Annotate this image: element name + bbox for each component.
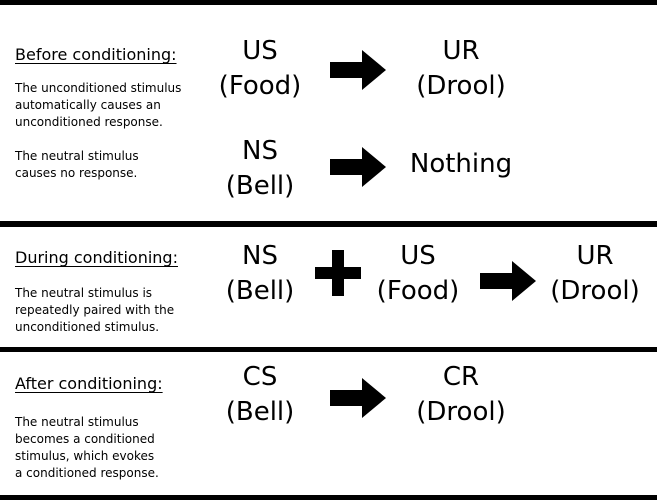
response-term: UR (Drool) bbox=[550, 241, 640, 306]
section-description: The neutral stimulus causes no response. bbox=[15, 149, 139, 180]
response-term: Nothing bbox=[409, 149, 513, 179]
divider-before-during bbox=[0, 221, 657, 227]
section-heading: Before conditioning: bbox=[15, 45, 177, 64]
section-heading: After conditioning: bbox=[15, 374, 163, 393]
section-description: The neutral stimulus is repeatedly paire… bbox=[15, 286, 175, 334]
right-arrow-icon bbox=[330, 378, 386, 418]
section-heading: During conditioning: bbox=[15, 248, 178, 267]
stimulus-term: NS (Bell) bbox=[225, 241, 295, 306]
top-rule bbox=[0, 0, 657, 5]
stimulus-term: US (Food) bbox=[376, 241, 460, 306]
right-arrow-icon bbox=[480, 261, 536, 301]
stimulus-term: US (Food) bbox=[218, 36, 302, 101]
right-arrow-icon bbox=[330, 50, 386, 90]
stimulus-term: CS (Bell) bbox=[225, 362, 295, 427]
response-term: UR (Drool) bbox=[416, 36, 506, 101]
section-description: The unconditioned stimulus automatically… bbox=[15, 81, 182, 129]
section-description: The neutral stimulus becomes a condition… bbox=[15, 415, 159, 480]
stimulus-term: NS (Bell) bbox=[225, 136, 295, 201]
divider-during-after bbox=[0, 347, 657, 352]
bottom-rule bbox=[0, 495, 657, 500]
right-arrow-icon bbox=[330, 147, 386, 187]
plus-icon bbox=[315, 250, 361, 296]
response-term: CR (Drool) bbox=[416, 362, 506, 427]
